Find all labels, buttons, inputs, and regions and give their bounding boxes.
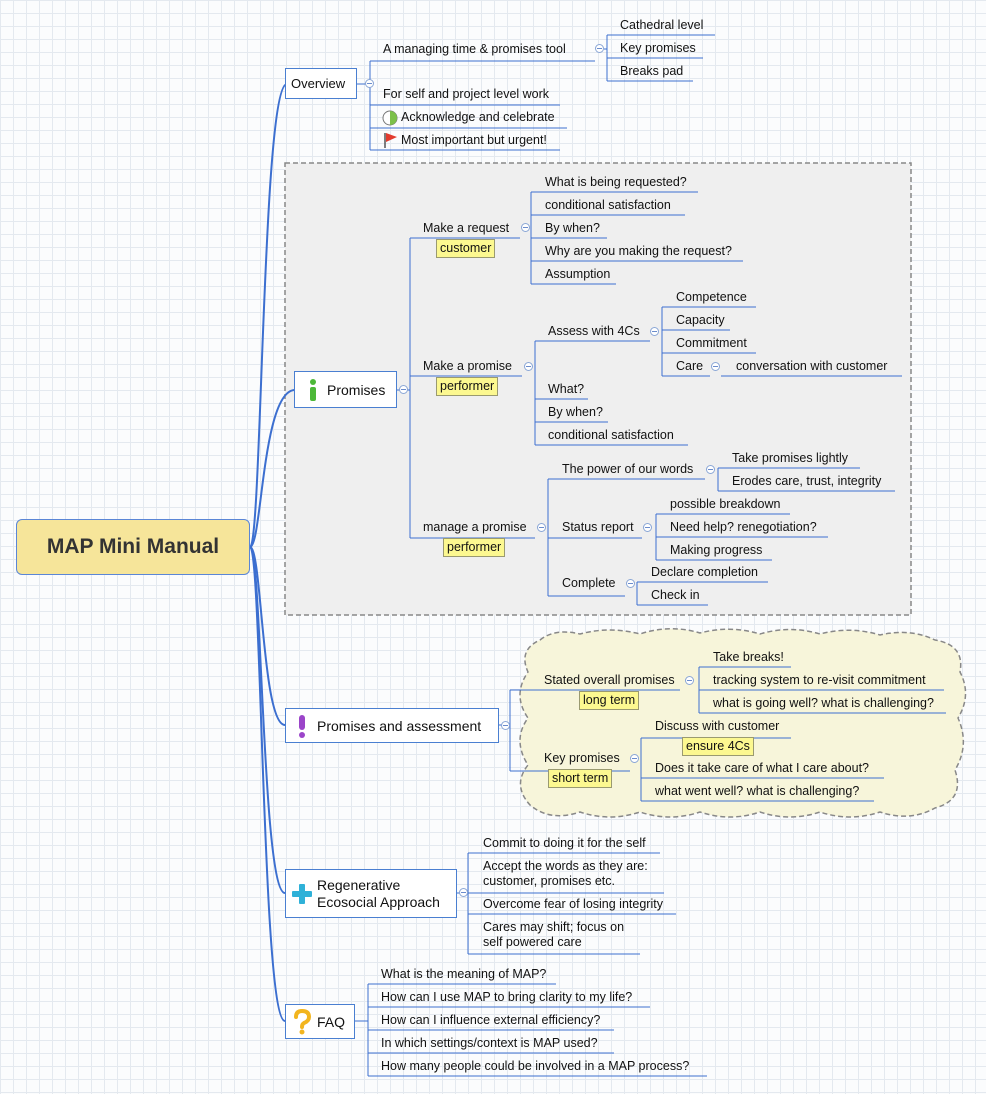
topic-overview[interactable]: Overview	[285, 68, 357, 99]
power-child-lightly[interactable]: Take promises lightly	[732, 451, 849, 465]
request-child-2[interactable]: conditional satisfaction	[545, 198, 671, 212]
request-child-4[interactable]: Why are you making the request?	[545, 244, 732, 258]
collapse-care-toggle[interactable]	[711, 362, 720, 371]
regen-item-3[interactable]: Overcome fear of losing integrity	[483, 897, 663, 911]
promise-child-conditional[interactable]: conditional satisfaction	[548, 428, 674, 442]
collapse-assessment-toggle[interactable]	[501, 721, 510, 730]
collapse-request-toggle[interactable]	[521, 223, 530, 232]
collapse-promise-toggle[interactable]	[524, 362, 533, 371]
exclamation-icon	[297, 714, 307, 743]
topic-faq-label: FAQ	[317, 1014, 346, 1030]
red-flag-icon	[382, 132, 398, 154]
discuss-customer-label[interactable]: Discuss with customer	[655, 719, 780, 733]
manage-promise-label[interactable]: manage a promise	[423, 520, 527, 534]
overview-item-self[interactable]: For self and project level work	[383, 87, 550, 101]
promise-child-what[interactable]: What?	[548, 382, 585, 396]
topic-regenerative-line1: Regenerative	[317, 877, 401, 893]
complete-child-check-in[interactable]: Check in	[651, 588, 700, 602]
make-request-label[interactable]: Make a request	[423, 221, 510, 235]
ensure-4cs-tag: ensure 4Cs	[682, 737, 754, 756]
regen-item-1[interactable]: Commit to doing it for the self	[483, 836, 646, 850]
topic-promises-assessment-label: Promises and assessment	[317, 718, 482, 734]
tool-child-cathedral[interactable]: Cathedral level	[620, 18, 704, 32]
regen-item-4b[interactable]: self powered care	[483, 935, 582, 949]
collapse-tool-toggle[interactable]	[595, 44, 604, 53]
key-child-care[interactable]: Does it take care of what I care about?	[655, 761, 870, 775]
short-term-tag: short term	[548, 769, 613, 788]
question-icon	[292, 1008, 312, 1040]
topic-promises-label: Promises	[327, 382, 386, 398]
request-child-5[interactable]: Assumption	[545, 267, 611, 281]
status-child-progress[interactable]: Making progress	[670, 543, 763, 557]
regen-item-4a[interactable]: Cares may shift; focus on	[483, 920, 625, 934]
overview-item-important[interactable]: Most important but urgent!	[401, 133, 547, 147]
fourcs-competence[interactable]: Competence	[676, 290, 747, 304]
faq-item-2[interactable]: How can I use MAP to bring clarity to my…	[381, 990, 633, 1004]
collapse-complete-toggle[interactable]	[626, 579, 635, 588]
overview-tool-label[interactable]: A managing time & promises tool	[383, 42, 566, 56]
tool-child-key-promises[interactable]: Key promises	[620, 41, 696, 55]
collapse-overall-toggle[interactable]	[685, 676, 694, 685]
info-icon	[307, 378, 319, 407]
overview-item-acknowledge[interactable]: Acknowledge and celebrate	[401, 110, 555, 124]
faq-item-1[interactable]: What is the meaning of MAP?	[381, 967, 547, 981]
complete-child-declare[interactable]: Declare completion	[651, 565, 758, 579]
fourcs-care[interactable]: Care	[676, 359, 704, 373]
status-child-help[interactable]: Need help? renegotiation?	[670, 520, 817, 534]
stated-overall-label[interactable]: Stated overall promises	[544, 673, 675, 687]
collapse-key-toggle[interactable]	[630, 754, 639, 763]
power-of-words-label[interactable]: The power of our words	[562, 462, 694, 476]
faq-item-4[interactable]: In which settings/context is MAP used?	[381, 1036, 598, 1050]
central-topic[interactable]: MAP Mini Manual	[16, 519, 250, 575]
fourcs-capacity[interactable]: Capacity	[676, 313, 725, 327]
topic-promises-assessment[interactable]: Promises and assessment	[285, 708, 499, 743]
assess-4cs-label[interactable]: Assess with 4Cs	[548, 324, 640, 338]
make-promise-label[interactable]: Make a promise	[423, 359, 512, 373]
customer-tag: customer	[436, 239, 496, 258]
collapse-power-toggle[interactable]	[706, 465, 715, 474]
collapse-regenerative-toggle[interactable]	[459, 888, 468, 897]
faq-item-3[interactable]: How can I influence external efficiency?	[381, 1013, 601, 1027]
performer-tag-2: performer	[443, 538, 506, 557]
promise-child-by-when[interactable]: By when?	[548, 405, 603, 419]
overall-child-going-well[interactable]: what is going well? what is challenging?	[713, 696, 934, 710]
overall-child-tracking[interactable]: tracking system to re-visit commitment	[713, 673, 926, 687]
fourcs-commitment[interactable]: Commitment	[676, 336, 747, 350]
collapse-promises-toggle[interactable]	[399, 385, 408, 394]
collapse-manage-toggle[interactable]	[537, 523, 546, 532]
performer-tag-1: performer	[436, 377, 499, 396]
key-promises-label[interactable]: Key promises	[544, 751, 620, 765]
complete-label[interactable]: Complete	[562, 576, 616, 590]
topic-regenerative[interactable]: Regenerative Ecosocial Approach	[285, 869, 457, 918]
collapse-status-toggle[interactable]	[643, 523, 652, 532]
regen-item-2b[interactable]: customer, promises etc.	[483, 874, 615, 888]
collapse-assess-toggle[interactable]	[650, 327, 659, 336]
plus-icon	[291, 883, 313, 910]
long-term-tag: long term	[579, 691, 640, 710]
topic-promises[interactable]: Promises	[294, 371, 397, 408]
power-child-erodes[interactable]: Erodes care, trust, integrity	[732, 474, 882, 488]
topic-overview-label: Overview	[291, 76, 346, 91]
half-circle-progress-icon	[382, 110, 398, 131]
key-child-went-well[interactable]: what went well? what is challenging?	[655, 784, 860, 798]
status-report-label[interactable]: Status report	[562, 520, 634, 534]
topic-regenerative-line2: Ecosocial Approach	[317, 894, 440, 910]
faq-item-5[interactable]: How many people could be involved in a M…	[381, 1059, 690, 1073]
status-child-breakdown[interactable]: possible breakdown	[670, 497, 781, 511]
collapse-overview-toggle[interactable]	[365, 79, 374, 88]
regen-item-2a[interactable]: Accept the words as they are:	[483, 859, 648, 873]
request-child-1[interactable]: What is being requested?	[545, 175, 687, 189]
care-detail[interactable]: conversation with customer	[736, 359, 888, 373]
overall-child-breaks[interactable]: Take breaks!	[713, 650, 784, 664]
request-child-3[interactable]: By when?	[545, 221, 600, 235]
topic-faq[interactable]: FAQ	[285, 1004, 355, 1039]
tool-child-breaks-pad[interactable]: Breaks pad	[620, 64, 684, 78]
